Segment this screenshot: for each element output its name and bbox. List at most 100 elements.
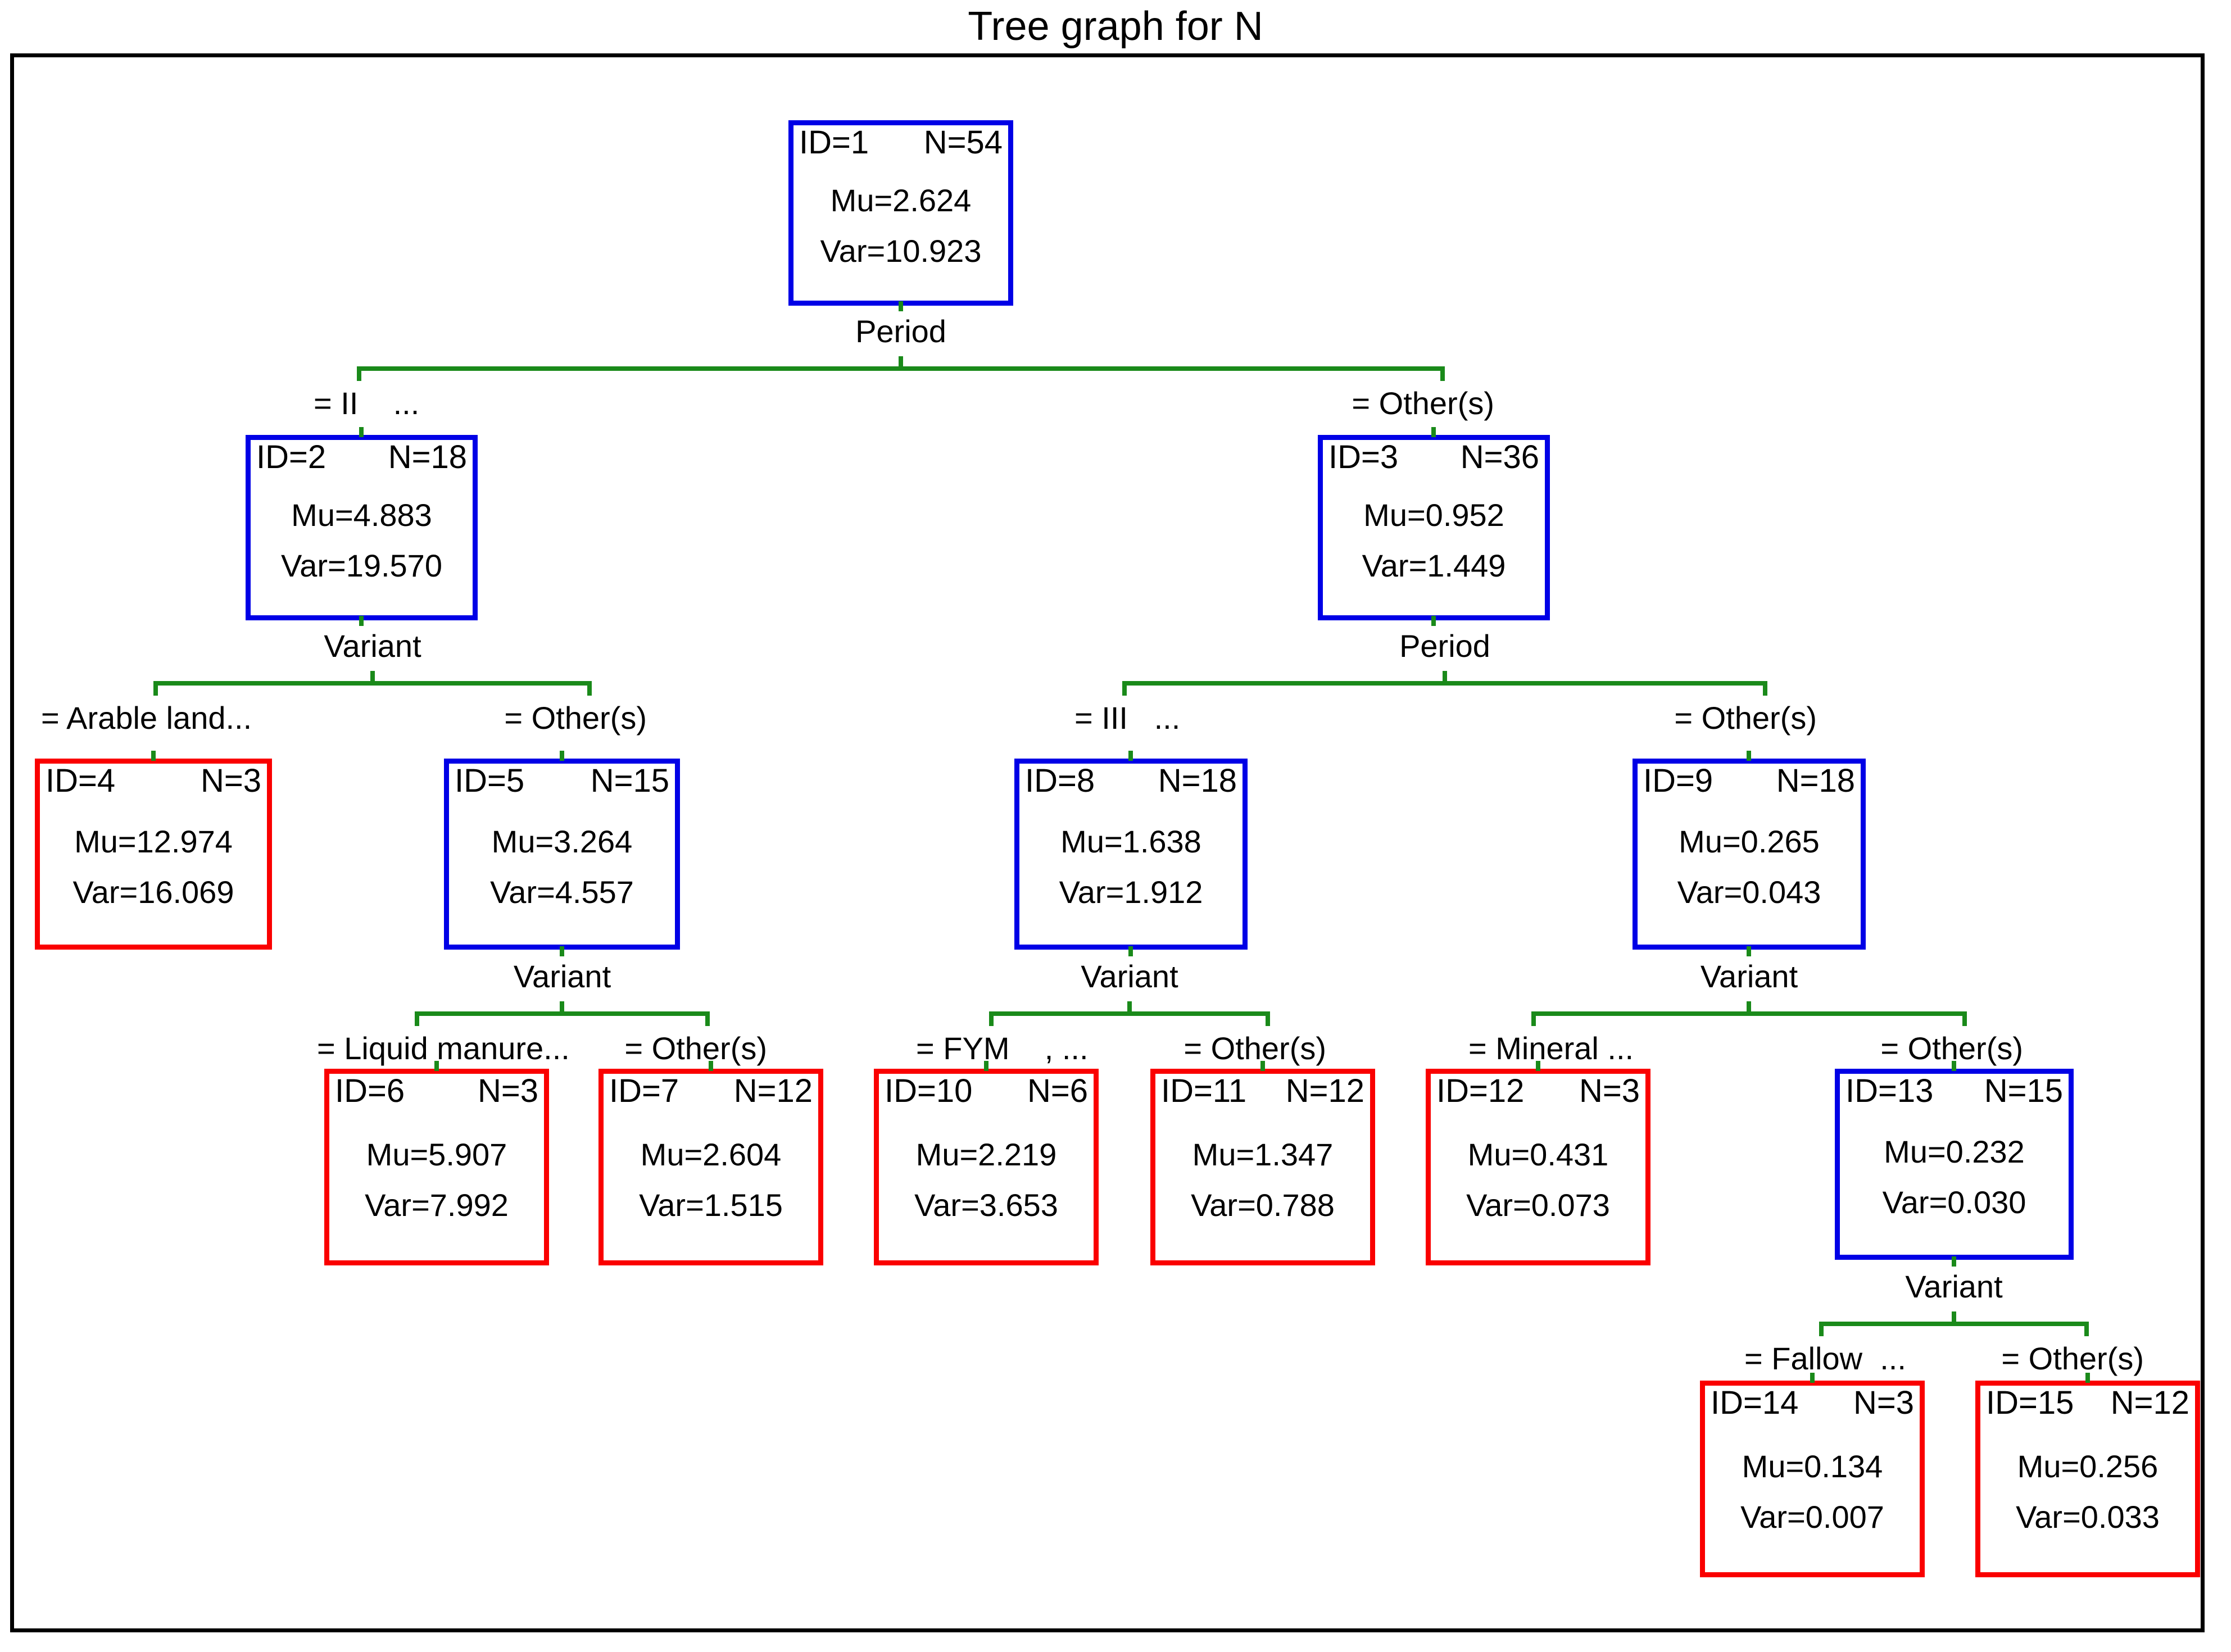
split-3-bar bbox=[1122, 681, 1767, 686]
tree-node-5[interactable]: ID=5 N=15 Mu=3.264 Var=4.557 bbox=[444, 759, 680, 950]
tree-node-6[interactable]: ID=6 N=3 Mu=5.907 Var=7.992 bbox=[324, 1069, 549, 1265]
node-1-header: ID=1 N=54 bbox=[793, 126, 1008, 161]
tree-node-9[interactable]: ID=9 N=18 Mu=0.265 Var=0.043 bbox=[1633, 759, 1866, 950]
split-1-bar bbox=[357, 366, 1445, 371]
split-5-left-tick bbox=[415, 1011, 419, 1026]
split-2-center-tick bbox=[370, 671, 375, 683]
node-2-id: ID=2 bbox=[256, 439, 327, 475]
connector-stub-node15-top bbox=[2085, 1373, 2090, 1383]
node-11-id: ID=11 bbox=[1161, 1073, 1247, 1109]
node-8-stats: Mu=1.638 Var=1.912 bbox=[1019, 764, 1243, 945]
node-1-id: ID=1 bbox=[799, 124, 869, 161]
node-6-count: N=3 bbox=[477, 1073, 538, 1109]
node-1-mu: Mu=2.624 bbox=[830, 183, 972, 218]
split-1-left-label: = II ... bbox=[314, 385, 420, 421]
split-13-bar bbox=[1819, 1322, 2089, 1326]
node-6-mu: Mu=5.907 bbox=[366, 1137, 507, 1172]
tree-node-3[interactable]: ID=3 N=36 Mu=0.952 Var=1.449 bbox=[1318, 435, 1550, 620]
node-4-header: ID=4 N=3 bbox=[40, 765, 267, 800]
tree-node-4[interactable]: ID=4 N=3 Mu=12.974 Var=16.069 bbox=[35, 759, 272, 950]
split-13-right-label: = Other(s) bbox=[2001, 1341, 2144, 1376]
node-14-stats: Mu=0.134 Var=0.007 bbox=[1705, 1386, 1920, 1572]
node-5-mu: Mu=3.264 bbox=[491, 824, 633, 859]
node-7-var: Var=1.515 bbox=[639, 1187, 783, 1223]
connector-stub-node4-top bbox=[151, 751, 156, 761]
split-13-variable: Variant bbox=[1905, 1269, 2003, 1304]
node-15-var: Var=0.033 bbox=[2016, 1499, 2160, 1535]
tree-node-8[interactable]: ID=8 N=18 Mu=1.638 Var=1.912 bbox=[1014, 759, 1248, 950]
node-7-stats: Mu=2.604 Var=1.515 bbox=[604, 1074, 818, 1260]
split-3-left-label: = III ... bbox=[1074, 700, 1181, 736]
split-node-1: Period = II ... = Other(s) bbox=[314, 316, 1494, 423]
node-10-id: ID=10 bbox=[885, 1073, 973, 1109]
node-14-id: ID=14 bbox=[1711, 1385, 1799, 1421]
node-15-id: ID=15 bbox=[1986, 1385, 2074, 1421]
connector-stub-node14-top bbox=[1810, 1373, 1815, 1383]
split-2-bar bbox=[153, 681, 592, 686]
node-9-id: ID=9 bbox=[1643, 763, 1713, 799]
split-8-left-label: = FYM , ... bbox=[916, 1031, 1089, 1066]
node-5-var: Var=4.557 bbox=[490, 874, 634, 910]
connector-stub-node3-bottom bbox=[1431, 616, 1436, 626]
connector-stub-node5-bottom bbox=[560, 946, 564, 956]
split-3-variable: Period bbox=[1399, 628, 1490, 664]
connector-stub-node8-top bbox=[1128, 751, 1133, 761]
tree-node-13[interactable]: ID=13 N=15 Mu=0.232 Var=0.030 bbox=[1835, 1069, 2074, 1260]
node-2-count: N=18 bbox=[388, 439, 467, 475]
node-13-var: Var=0.030 bbox=[1882, 1184, 2026, 1220]
split-8-center-tick bbox=[1127, 1001, 1132, 1014]
node-12-var: Var=0.073 bbox=[1466, 1187, 1610, 1223]
node-10-header: ID=10 N=6 bbox=[879, 1075, 1094, 1110]
tree-node-7[interactable]: ID=7 N=12 Mu=2.604 Var=1.515 bbox=[598, 1069, 823, 1265]
split-8-bar bbox=[989, 1011, 1270, 1016]
split-9-right-label: = Other(s) bbox=[1880, 1031, 2023, 1066]
split-3-right-tick bbox=[1763, 681, 1767, 696]
split-5-right-label: = Other(s) bbox=[624, 1031, 767, 1066]
node-3-header: ID=3 N=36 bbox=[1323, 441, 1545, 476]
node-11-count: N=12 bbox=[1285, 1073, 1364, 1109]
node-6-stats: Mu=5.907 Var=7.992 bbox=[329, 1074, 544, 1260]
split-9-bar bbox=[1531, 1011, 1967, 1016]
connector-stub-node2-top bbox=[359, 427, 364, 437]
connector-stub-node2-bottom bbox=[359, 616, 364, 626]
node-2-mu: Mu=4.883 bbox=[291, 497, 432, 533]
node-12-count: N=3 bbox=[1579, 1073, 1640, 1109]
tree-node-12[interactable]: ID=12 N=3 Mu=0.431 Var=0.073 bbox=[1426, 1069, 1650, 1265]
split-9-left-label: = Mineral ... bbox=[1468, 1031, 1634, 1066]
node-12-mu: Mu=0.431 bbox=[1467, 1137, 1609, 1172]
tree-node-14[interactable]: ID=14 N=3 Mu=0.134 Var=0.007 bbox=[1700, 1381, 1925, 1577]
connector-stub-node1-bottom bbox=[899, 301, 903, 311]
tree-node-1[interactable]: ID=1 N=54 Mu=2.624 Var=10.923 bbox=[788, 120, 1013, 306]
split-node-13: Variant = Fallow ... = Other(s) bbox=[1744, 1269, 2144, 1378]
node-12-stats: Mu=0.431 Var=0.073 bbox=[1431, 1074, 1645, 1260]
tree-node-15[interactable]: ID=15 N=12 Mu=0.256 Var=0.033 bbox=[1975, 1381, 2200, 1577]
split-5-bar bbox=[415, 1011, 710, 1016]
node-9-var: Var=0.043 bbox=[1677, 874, 1821, 910]
split-5-left-label: = Liquid manure... bbox=[317, 1031, 570, 1066]
node-8-count: N=18 bbox=[1158, 763, 1237, 799]
node-5-id: ID=5 bbox=[455, 763, 525, 799]
split-2-variable: Variant bbox=[324, 628, 421, 664]
split-1-center-tick bbox=[899, 356, 903, 369]
tree-node-11[interactable]: ID=11 N=12 Mu=1.347 Var=0.788 bbox=[1150, 1069, 1375, 1265]
node-4-id: ID=4 bbox=[46, 763, 116, 799]
node-6-var: Var=7.992 bbox=[365, 1187, 509, 1223]
node-4-count: N=3 bbox=[200, 763, 261, 799]
node-3-mu: Mu=0.952 bbox=[1363, 497, 1504, 533]
tree-node-10[interactable]: ID=10 N=6 Mu=2.219 Var=3.653 bbox=[874, 1069, 1099, 1265]
split-8-left-tick bbox=[989, 1011, 994, 1026]
split-1-right-label: = Other(s) bbox=[1352, 385, 1494, 421]
node-14-mu: Mu=0.134 bbox=[1742, 1449, 1883, 1484]
split-2-right-label: = Other(s) bbox=[504, 700, 647, 736]
node-8-header: ID=8 N=18 bbox=[1019, 765, 1243, 800]
node-13-count: N=15 bbox=[1984, 1073, 2063, 1109]
node-2-stats: Mu=4.883 Var=19.570 bbox=[251, 440, 473, 615]
split-8-variable: Variant bbox=[1081, 959, 1178, 994]
split-9-variable: Variant bbox=[1700, 959, 1798, 994]
node-7-header: ID=7 N=12 bbox=[604, 1075, 818, 1110]
node-2-var: Var=19.570 bbox=[281, 548, 442, 583]
node-3-id: ID=3 bbox=[1328, 439, 1399, 475]
tree-node-2[interactable]: ID=2 N=18 Mu=4.883 Var=19.570 bbox=[246, 435, 478, 620]
node-5-stats: Mu=3.264 Var=4.557 bbox=[449, 764, 675, 945]
connector-stub-node13-bottom bbox=[1952, 1256, 1956, 1267]
